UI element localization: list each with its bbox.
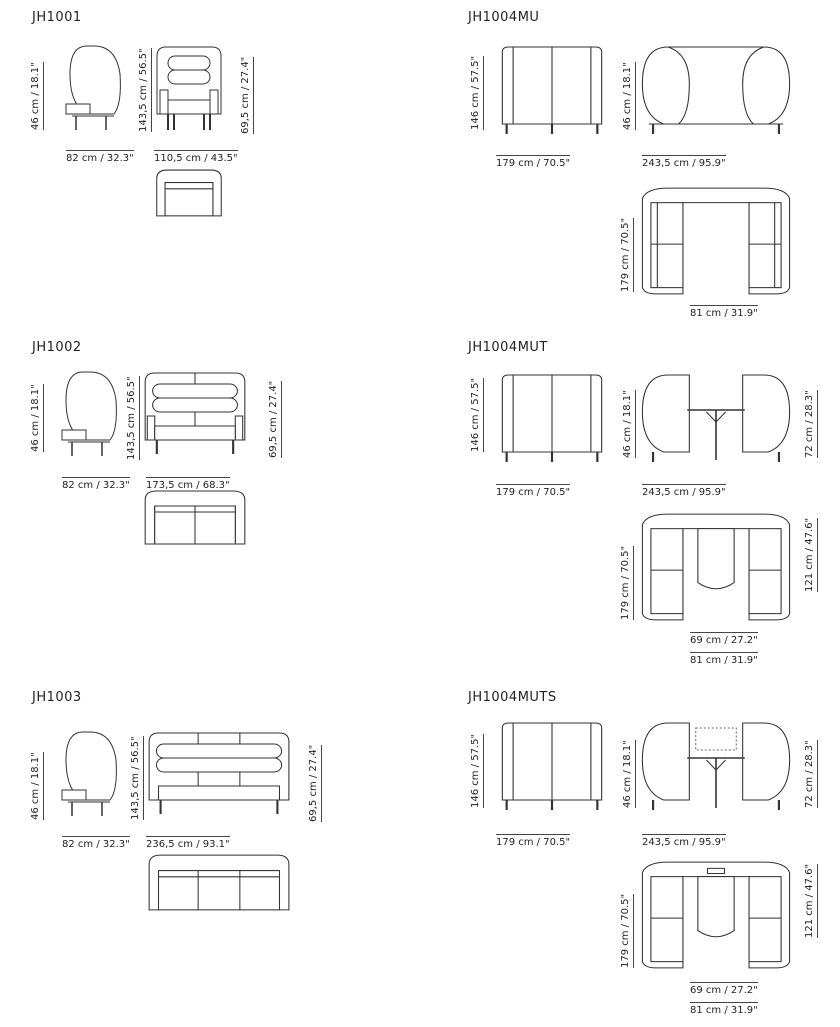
- jh1004muts-plan-view: [636, 858, 796, 972]
- jh1004muts-plan-depth: 179 cm / 70.5": [620, 893, 634, 968]
- title-jh1003: JH1003: [32, 690, 82, 705]
- title-jh1004mut: JH1004MUT: [468, 340, 548, 355]
- jh1001-depth: 82 cm / 32.3": [66, 150, 134, 165]
- jh1004muts-side-length: 243,5 cm / 95.9": [642, 834, 726, 849]
- jh1003-total-height: 143,5 cm / 56.5": [130, 736, 144, 820]
- jh1002-side-view: [58, 370, 128, 460]
- jh1004mut-front-view: [498, 372, 606, 462]
- jh1001-top-view: [152, 168, 226, 220]
- jh1004mu-plan-view: [636, 184, 796, 298]
- jh1002-seat-height: 46 cm / 18.1": [30, 384, 44, 452]
- jh1004muts-table-width: 69 cm / 27.2": [690, 982, 758, 997]
- jh1004mut-seat-height: 46 cm / 18.1": [622, 390, 636, 458]
- jh1004mut-table-length: 121 cm / 47.6": [804, 517, 818, 592]
- jh1001-side-view: [62, 44, 132, 134]
- jh1004mut-plan-depth: 179 cm / 70.5": [620, 545, 634, 620]
- jh1003-seat-height: 46 cm / 18.1": [30, 752, 44, 820]
- jh1004muts-screen: [696, 728, 737, 750]
- jh1004muts-seat-height: 46 cm / 18.1": [622, 740, 636, 808]
- jh1004mu-seat-height: 46 cm / 18.1": [622, 62, 636, 130]
- jh1001-front-view: [154, 44, 224, 134]
- jh1004mu-front-view: [498, 44, 606, 134]
- jh1001-arm-height: 69,5 cm / 27.4": [240, 56, 254, 134]
- jh1003-depth: 82 cm / 32.3": [62, 836, 130, 851]
- jh1004mut-seat-depth: 81 cm / 31.9": [690, 652, 758, 667]
- jh1002-depth: 82 cm / 32.3": [62, 477, 130, 492]
- jh1002-total-height: 143,5 cm / 56.5": [126, 376, 140, 460]
- jh1004mu-side-length: 243,5 cm / 95.9": [642, 155, 726, 170]
- jh1004mu-plan-depth: 179 cm / 70.5": [620, 217, 634, 292]
- jh1004mut-table-width: 69 cm / 27.2": [690, 632, 758, 647]
- jh1003-width: 236,5 cm / 93.1": [146, 836, 230, 851]
- jh1004mu-side-view: [636, 44, 796, 134]
- title-jh1004mu: JH1004MU: [468, 10, 540, 25]
- jh1004muts-screen-plan: [707, 868, 724, 873]
- jh1004mut-table-height: 72 cm / 28.3": [804, 390, 818, 458]
- jh1002-top-view: [142, 488, 248, 548]
- jh1004mu-seat-depth: 81 cm / 31.9": [690, 305, 758, 320]
- jh1002-arm-height: 69,5 cm / 27.4": [268, 380, 282, 458]
- jh1002-front-view: [142, 370, 248, 460]
- jh1004mut-front-width: 179 cm / 70.5": [496, 484, 571, 499]
- jh1004muts-table-length: 121 cm / 47.6": [804, 863, 818, 938]
- title-jh1004muts: JH1004MUTS: [468, 690, 557, 705]
- jh1003-top-view: [146, 852, 292, 914]
- jh1004mu-front-width: 179 cm / 70.5": [496, 155, 571, 170]
- jh1004muts-front-width: 179 cm / 70.5": [496, 834, 571, 849]
- jh1004mut-total-height: 146 cm / 57.5": [470, 377, 484, 452]
- jh1004mut-side-view: [636, 372, 796, 462]
- jh1003-arm-height: 69,5 cm / 27.4": [308, 744, 322, 822]
- title-jh1001: JH1001: [32, 10, 82, 25]
- jh1004mut-plan-view: [636, 510, 796, 624]
- jh1004mut-side-length: 243,5 cm / 95.9": [642, 484, 726, 499]
- jh1004mu-total-height: 146 cm / 57.5": [470, 55, 484, 130]
- jh1001-seat-height: 46 cm / 18.1": [30, 62, 44, 130]
- jh1003-side-view: [58, 730, 128, 820]
- jh1003-front-view: [146, 730, 292, 820]
- title-jh1002: JH1002: [32, 340, 82, 355]
- jh1004muts-total-height: 146 cm / 57.5": [470, 733, 484, 808]
- jh1004muts-front-view: [498, 720, 606, 810]
- jh1004muts-table-height: 72 cm / 28.3": [804, 740, 818, 808]
- jh1002-width: 173,5 cm / 68.3": [146, 477, 230, 492]
- jh1001-width: 110,5 cm / 43.5": [154, 150, 238, 165]
- jh1001-total-height: 143,5 cm / 56.5": [138, 48, 152, 132]
- jh1004muts-side-view: [636, 720, 796, 810]
- jh1004muts-seat-depth: 81 cm / 31.9": [690, 1002, 758, 1017]
